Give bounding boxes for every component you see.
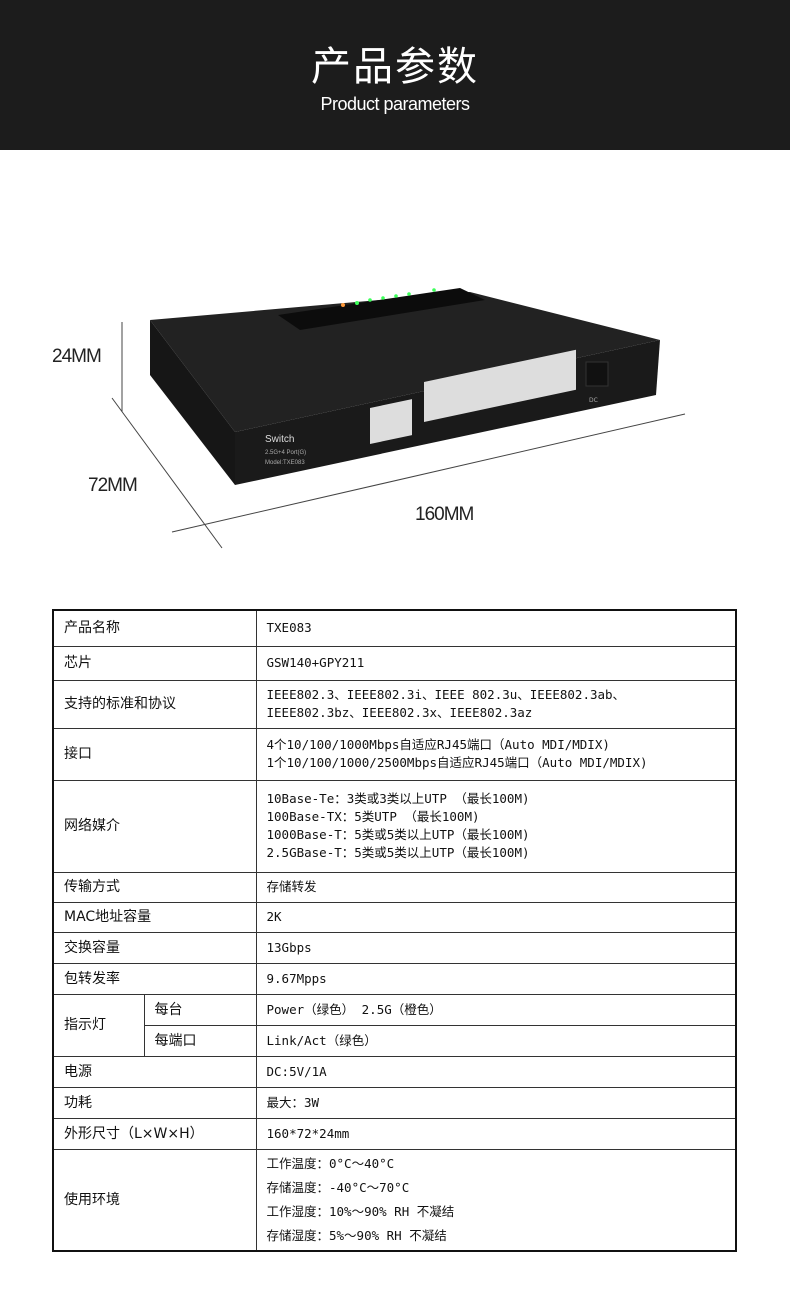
spec-label: 支持的标准和协议 <box>52 679 257 729</box>
spec-label: 网络媒介 <box>52 779 257 873</box>
spec-value: 13Gbps <box>255 931 737 964</box>
height-dimension: 24MM <box>52 346 102 367</box>
spec-table: 产品名称 TXE083 芯片 GSW140+GPY211 支持的标准和协议 IEEE802… <box>52 609 737 1252</box>
page-title: 产品参数 <box>311 44 479 90</box>
spec-row: 支持的标准和协议 IEEE802.3、IEEE802.3i、IEEE 802.3u… <box>52 679 737 729</box>
spec-value: 9.67Mpps <box>255 962 737 995</box>
label-brand: Switch <box>265 434 294 445</box>
spec-label: 交换容量 <box>52 931 257 964</box>
dc-jack <box>585 361 609 387</box>
spec-value-line: TXE083 <box>266 620 312 636</box>
spec-value-line: 存储温度：-40°C～70°C <box>266 1179 410 1195</box>
spec-value: Power（绿色） 2.5G（橙色） <box>255 993 737 1026</box>
label-model: Model:TXE083 <box>265 460 305 466</box>
spec-value: TXE083 <box>255 609 737 647</box>
spec-value-line: 存储转发 <box>266 879 317 894</box>
spec-value-line: 工作温度：0°C～40°C <box>266 1155 395 1171</box>
spec-sublabel: 每台 <box>143 993 257 1026</box>
spec-row: 传输方式存储转发 <box>52 871 737 903</box>
led-window <box>278 288 485 330</box>
spec-value-line: GSW140+GPY211 <box>266 655 365 670</box>
width-dimension: 160MM <box>415 504 474 525</box>
spec-value: 存储转发 <box>255 871 737 903</box>
spec-value-line: 4个10/100/1000Mbps自适应RJ45端口（Auto MDI/MDIX… <box>266 737 610 752</box>
dc-label: DC <box>589 397 598 404</box>
spec-label: 电源 <box>52 1055 257 1088</box>
spec-value-line: 工作湿度：10%～90% RH 不凝结 <box>266 1203 455 1219</box>
dimension-lines <box>111 322 686 549</box>
spec-value: 最大：3W <box>255 1086 737 1119</box>
spec-row: 功耗最大：3W <box>52 1086 737 1119</box>
spec-value: 2K <box>255 901 737 933</box>
spec-value-line: 2K <box>266 909 282 924</box>
spec-row: 包转发率 9.67Mpps <box>52 962 737 995</box>
spec-value: IEEE802.3、IEEE802.3i、IEEE 802.3u、IEEE802… <box>255 679 737 729</box>
spec-value: DC:5V/1A <box>255 1055 737 1088</box>
spec-row: 芯片 GSW140+GPY211 <box>52 645 737 681</box>
spec-value-line: 160*72*24mm <box>266 1125 350 1141</box>
product-image: Switch 2.5G+4 Port(G) Model:TXE083 DC <box>111 288 686 549</box>
spec-value: Link/Act（绿色） <box>255 1024 737 1057</box>
spec-value-line: DC:5V/1A <box>266 1063 327 1079</box>
led-indicators <box>341 288 436 307</box>
spec-row: 产品名称 TXE083 <box>52 609 737 647</box>
page-subtitle: Product parameters <box>320 94 470 114</box>
spec-label: MAC地址容量 <box>52 901 257 933</box>
spec-value: 160*72*24mm <box>255 1117 737 1150</box>
spec-value-line: 100Base-TX：5类UTP （最长100M) <box>266 809 480 824</box>
spec-label: 使用环境 <box>52 1148 257 1251</box>
spec-value: 4个10/100/1000Mbps自适应RJ45端口（Auto MDI/MDIX… <box>255 727 737 781</box>
switch-top <box>150 292 660 432</box>
spec-row: MAC地址容量 2K <box>52 901 737 933</box>
label-ports: 2.5G+4 Port(G) <box>265 450 306 456</box>
spec-sublabel: 每端口 <box>143 1024 257 1057</box>
spec-row: 接口 4个10/100/1000Mbps自适应RJ45端口（Auto MDI/MD… <box>52 727 737 781</box>
spec-value-line: 9.67Mpps <box>266 970 327 986</box>
spec-value-line: IEEE802.3、IEEE802.3i、IEEE 802.3u、IEEE802… <box>266 687 626 702</box>
spec-row: 交换容量 13Gbps <box>52 931 737 964</box>
spec-value-line: 13Gbps <box>266 939 312 955</box>
spec-label: 功耗 <box>52 1086 257 1119</box>
spec-value-line: 存储湿度：5%～90% RH 不凝结 <box>266 1227 447 1243</box>
rj45-ports <box>370 349 576 444</box>
depth-dimension: 72MM <box>88 475 138 496</box>
spec-label: 包转发率 <box>52 962 257 995</box>
spec-value-line: 2.5GBase-T：5类或5类以上UTP（最长100M) <box>266 845 530 860</box>
header-banner: 产品参数 Product parameters <box>0 0 790 150</box>
spec-row: 网络媒介 10Base-Te：3类或3类以上UTP （最长100M) 100Base… <box>52 779 737 873</box>
spec-value: 工作温度：0°C～40°C 存储温度：-40°C～70°C 工作湿度：10%～90%… <box>255 1148 737 1251</box>
spec-value-line: 最大：3W <box>266 1094 320 1110</box>
spec-label: 外形尺寸（L×W×H） <box>52 1117 257 1150</box>
spec-value-line: 1个10/100/1000/2500Mbps自适应RJ45端口（Auto MDI… <box>266 755 648 770</box>
spec-row: 电源 DC:5V/1A <box>52 1055 737 1088</box>
spec-row: 外形尺寸（L×W×H） 160*72*24mm <box>52 1117 737 1150</box>
spec-value-line: 1000Base-T：5类或5类以上UTP（最长100M) <box>266 827 530 842</box>
spec-value: 10Base-Te：3类或3类以上UTP （最长100M) 100Base-TX：… <box>255 779 737 873</box>
spec-label: 接口 <box>52 727 257 781</box>
spec-row: 使用环境工作温度：0°C～40°C 存储温度：-40°C～70°C 工作湿度：10%… <box>52 1148 737 1251</box>
spec-value-line: IEEE802.3bz、IEEE802.3x、IEEE802.3az <box>266 705 533 720</box>
spec-label: 指示灯 <box>52 993 145 1057</box>
spec-label: 芯片 <box>52 645 257 681</box>
spec-value: GSW140+GPY211 <box>255 645 737 681</box>
switch-left-side <box>150 320 235 485</box>
spec-value-line: 10Base-Te：3类或3类以上UTP （最长100M) <box>266 791 530 806</box>
spec-label: 传输方式 <box>52 871 257 903</box>
spec-label: 产品名称 <box>52 609 257 647</box>
